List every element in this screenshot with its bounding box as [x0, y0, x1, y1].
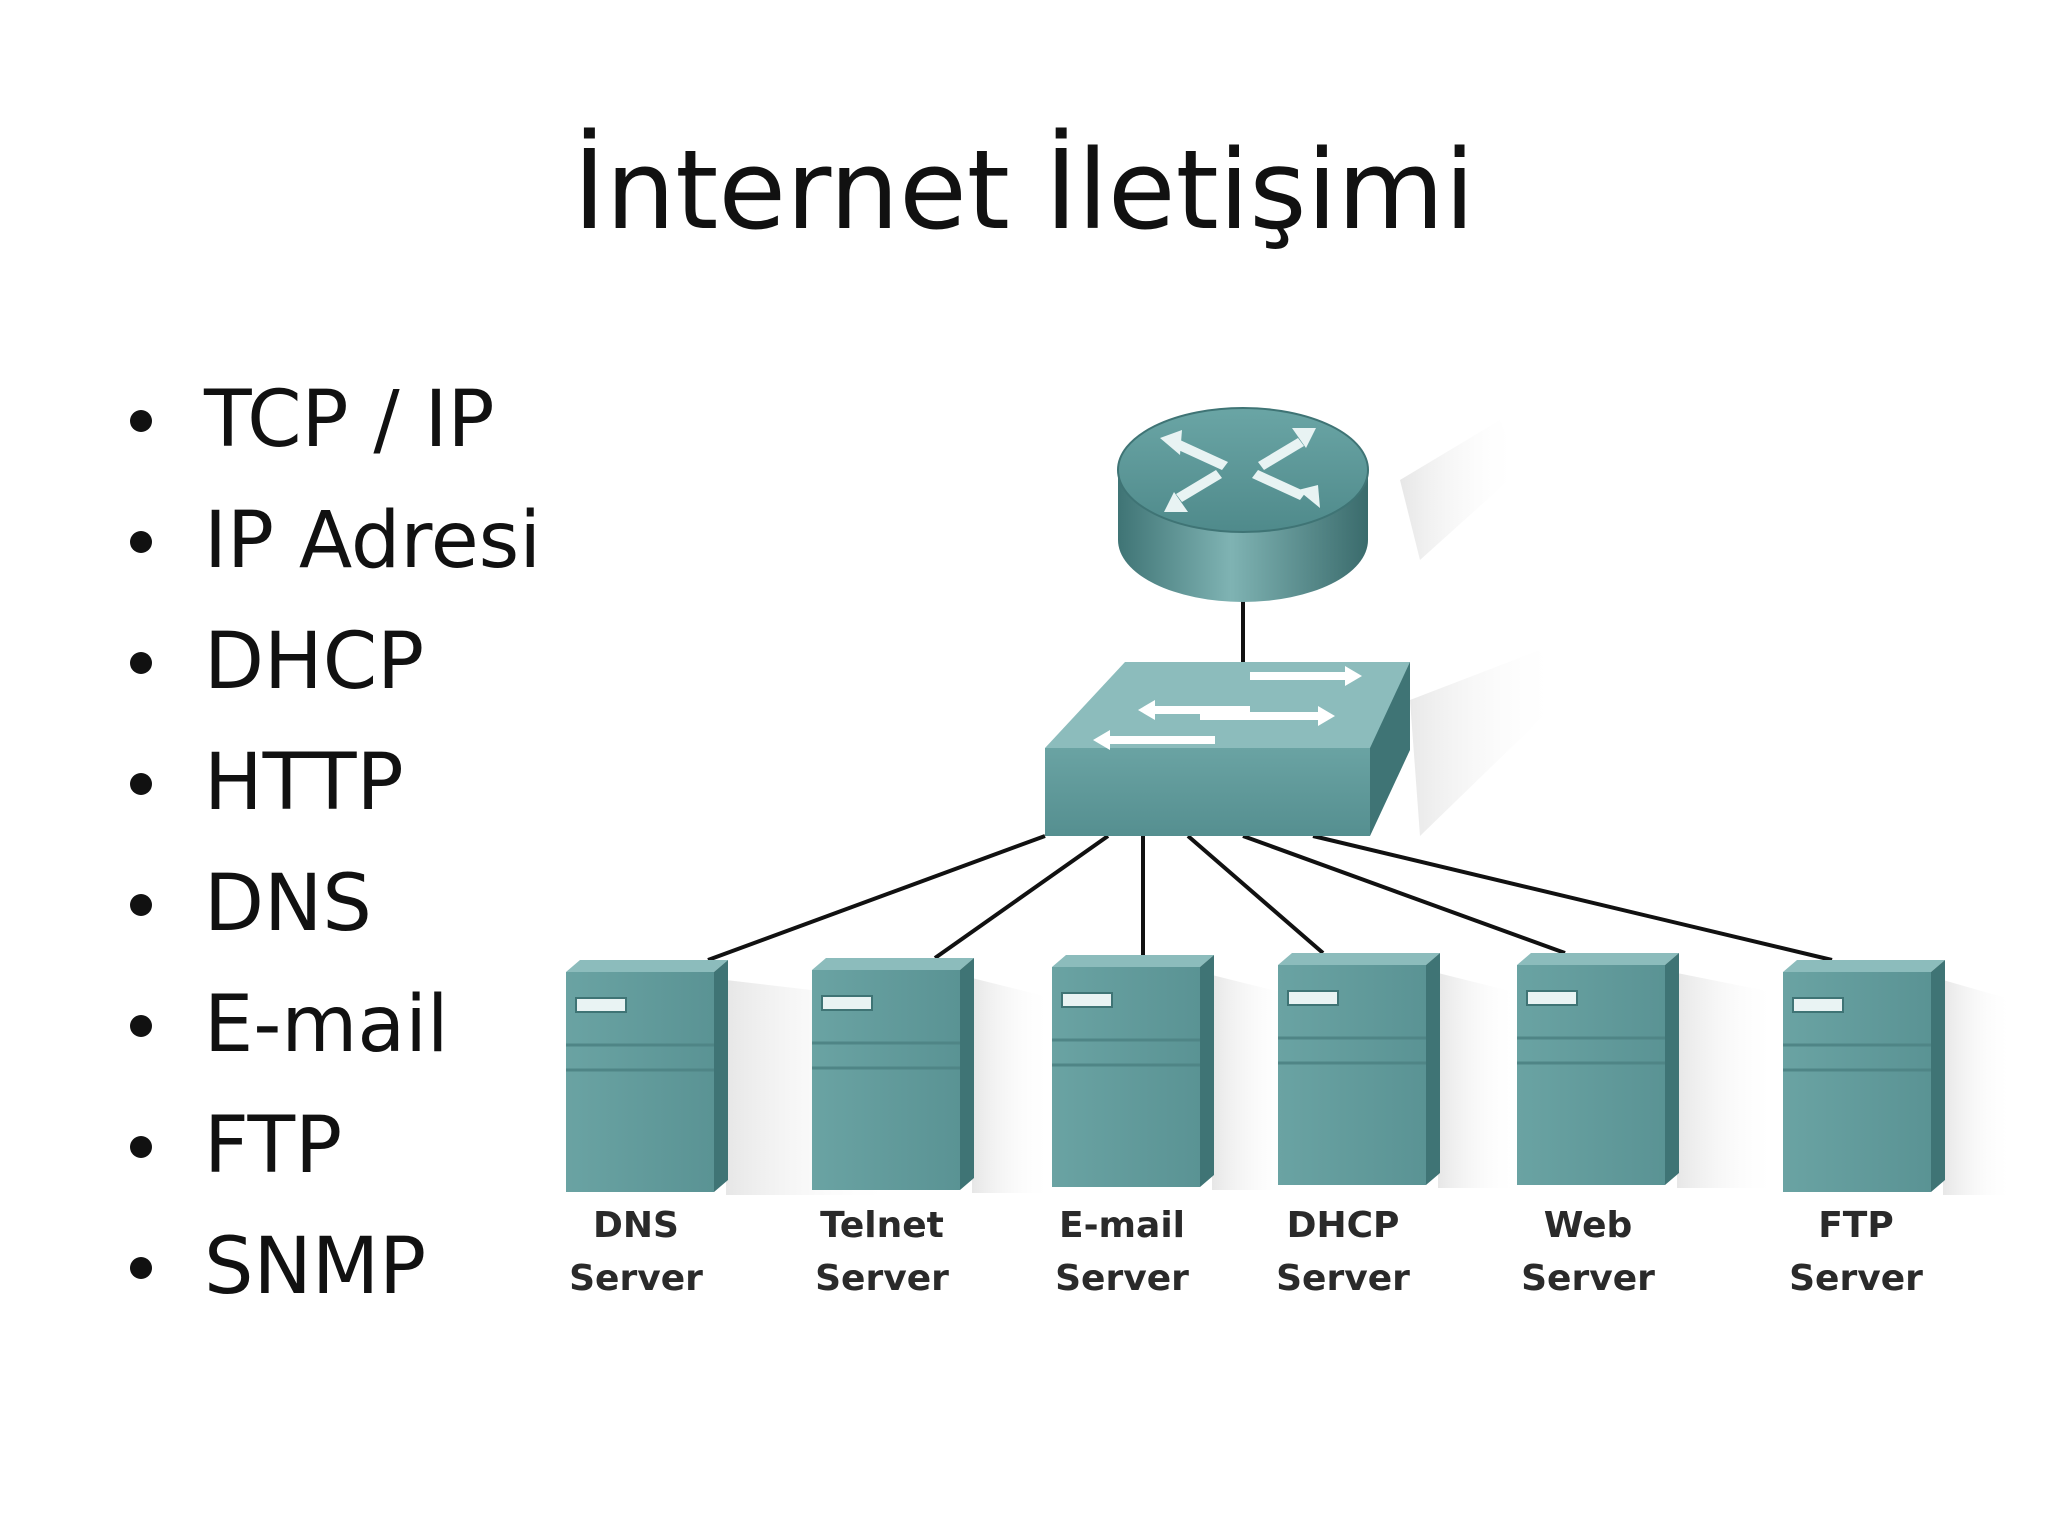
router-icon [1117, 407, 1520, 602]
bullet-text: DNS [204, 859, 372, 949]
bullet-item: FTP [120, 1086, 541, 1207]
bullet-dot-icon [130, 1135, 152, 1158]
bullet-dot-icon [130, 1256, 152, 1279]
server-label-line2: Server [815, 1258, 949, 1299]
server-label-line2: Server [1055, 1258, 1189, 1299]
bullet-text: TCP / IP [204, 375, 495, 465]
bullet-text: E-mail [204, 980, 449, 1070]
bullet-item: DNS [120, 844, 541, 965]
link-switch-telnet-server [933, 834, 1110, 960]
bullet-item: HTTP [120, 723, 541, 844]
switch-icon [1045, 650, 1560, 836]
link-switch-dhcp-server [1186, 834, 1325, 955]
bullet-text: DHCP [204, 617, 425, 707]
bullet-item: SNMP [120, 1207, 541, 1328]
web-server-icon [1517, 953, 1777, 1188]
server-label-line1: E-mail [1059, 1205, 1185, 1246]
bullet-dot-icon [130, 893, 152, 916]
email-server-icon [1052, 955, 1292, 1190]
telnet-server-icon [812, 958, 1052, 1193]
server-label-line1: Telnet [820, 1205, 944, 1246]
slide-title: İnternet İletişimi [573, 126, 1475, 254]
server-label-line1: DHCP [1287, 1205, 1400, 1246]
bullet-item: E-mail [120, 965, 541, 1086]
bullet-dot-icon [130, 772, 152, 795]
server-label-line2: Server [569, 1258, 703, 1299]
server-label-line1: FTP [1818, 1205, 1894, 1246]
server-label-line2: Server [1521, 1258, 1655, 1299]
bullet-item: DHCP [120, 602, 541, 723]
bullet-text: IP Adresi [204, 496, 541, 586]
bullet-dot-icon [130, 409, 152, 432]
bullet-text: SNMP [204, 1222, 427, 1312]
bullet-dot-icon [130, 1014, 152, 1037]
bullet-list: TCP / IP IP Adresi DHCP HTTP DNS E-mail … [120, 360, 541, 1328]
bullet-text: HTTP [204, 738, 404, 828]
link-switch-dns-server [707, 834, 1046, 962]
server-label-line2: Server [1276, 1258, 1410, 1299]
bullet-text: FTP [204, 1101, 343, 1191]
server-label-line1: Web [1544, 1205, 1633, 1246]
bullet-item: IP Adresi [120, 481, 541, 602]
bullet-dot-icon [130, 530, 152, 553]
server-labels: DNS Server Telnet Server E-mail Server D… [569, 1205, 1923, 1299]
link-switch-web-server [1242, 834, 1566, 955]
network-links [707, 600, 1833, 962]
bullet-item: TCP / IP [120, 360, 541, 481]
ftp-server-icon [1783, 960, 2013, 1195]
server-label-line1: DNS [593, 1205, 679, 1246]
bullet-dot-icon [130, 651, 152, 674]
server-row [566, 953, 2013, 1195]
link-switch-ftp-server [1312, 834, 1833, 962]
dhcp-server-icon [1278, 953, 1518, 1188]
server-label-line2: Server [1789, 1258, 1923, 1299]
